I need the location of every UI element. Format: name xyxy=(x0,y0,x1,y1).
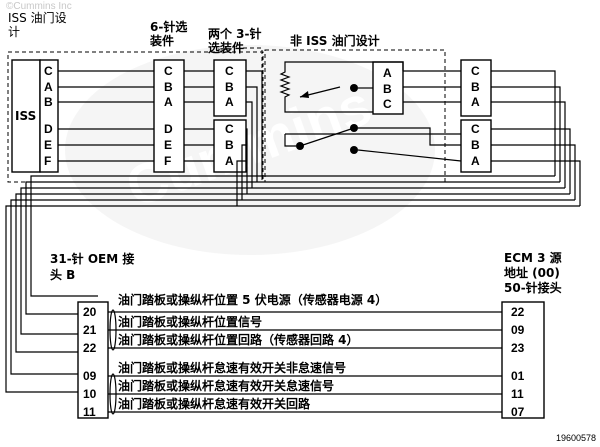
svg-text:23: 23 xyxy=(511,341,525,355)
signal-label-position-return: 油门踏板或操纵杆位置回路（传感器回路 4） xyxy=(118,332,359,347)
iss-pin-f: F xyxy=(44,154,51,168)
svg-text:C: C xyxy=(225,64,234,78)
svg-text:装件: 装件 xyxy=(149,33,174,48)
svg-text:B: B xyxy=(225,138,234,152)
svg-text:ECM 3 源: ECM 3 源 xyxy=(504,250,562,265)
signal-label-position-signal: 油门踏板或操纵杆位置信号 xyxy=(118,314,262,329)
iss-pin-e: E xyxy=(44,138,52,152)
svg-text:31-针 OEM 接: 31-针 OEM 接 xyxy=(50,251,134,266)
svg-text:选装件: 选装件 xyxy=(208,40,244,55)
svg-text:D: D xyxy=(164,122,173,136)
svg-text:A: A xyxy=(225,154,234,168)
signal-label-off-idle: 油门踏板或操纵杆怠速有效开关非怠速信号 xyxy=(118,360,346,375)
svg-text:地址 (00): 地址 (00) xyxy=(504,265,560,280)
svg-text:ISS 油门设: ISS 油门设 xyxy=(8,10,67,25)
svg-text:6-针选: 6-针选 xyxy=(150,19,187,34)
svg-text:A: A xyxy=(383,66,392,80)
non-iss-design-title: 非 ISS 油门设计 xyxy=(290,33,380,48)
iss-sensor: ISS C A B D E F xyxy=(11,59,59,173)
svg-text:A: A xyxy=(164,95,173,109)
iss-pin-b: B xyxy=(44,95,53,109)
svg-text:C: C xyxy=(164,64,173,78)
svg-text:01: 01 xyxy=(511,369,525,383)
iss-pin-d: D xyxy=(44,122,53,136)
non-iss-harness-connector-top: C B A xyxy=(460,59,492,117)
svg-text:11: 11 xyxy=(83,405,96,419)
potentiometer-symbol xyxy=(279,68,358,100)
svg-text:21: 21 xyxy=(83,323,97,337)
non-iss-harness-connector-bottom: C B A xyxy=(460,119,492,173)
svg-text:10: 10 xyxy=(83,387,97,401)
svg-text:A: A xyxy=(471,154,480,168)
six-pin-connector: C B A D E F xyxy=(153,59,185,173)
two-three-pin-option-title: 两个 3-针 选装件 xyxy=(208,26,262,55)
svg-text:07: 07 xyxy=(511,405,525,419)
svg-text:50-针接头: 50-针接头 xyxy=(504,280,562,295)
ecm-connector-title: ECM 3 源 地址 (00) 50-针接头 xyxy=(504,250,562,295)
upper-wiring xyxy=(58,61,520,162)
ecm-connector: 22 09 23 01 11 07 xyxy=(501,301,545,419)
svg-text:B: B xyxy=(471,138,480,152)
svg-text:22: 22 xyxy=(511,305,525,319)
harness-routing xyxy=(5,70,581,393)
svg-text:E: E xyxy=(164,138,172,152)
three-pin-connector-bottom: C B A xyxy=(213,119,247,173)
svg-text:头 B: 头 B xyxy=(50,267,75,282)
iss-design-title: ISS 油门设 计 xyxy=(8,10,67,39)
six-pin-option-title: 6-针选 装件 xyxy=(149,19,187,48)
svg-text:20: 20 xyxy=(83,305,97,319)
iss-label: ISS xyxy=(15,109,36,123)
idle-switch-symbol xyxy=(296,124,358,154)
oem-connector-title: 31-针 OEM 接 头 B xyxy=(50,251,134,282)
three-pin-connector-top: C B A xyxy=(213,59,247,117)
svg-text:A: A xyxy=(471,95,480,109)
svg-text:B: B xyxy=(225,80,234,94)
svg-text:F: F xyxy=(164,154,171,168)
svg-text:A: A xyxy=(225,95,234,109)
iss-pin-c: C xyxy=(44,64,53,78)
figure-id: 19600578 xyxy=(556,433,596,443)
svg-text:两个 3-针: 两个 3-针 xyxy=(208,26,262,41)
signal-labels: 油门踏板或操纵杆位置 5 伏电源（传感器电源 4） 油门踏板或操纵杆位置信号 油… xyxy=(118,292,387,411)
svg-text:C: C xyxy=(225,122,234,136)
non-iss-sensor-connector: A B C xyxy=(372,61,404,115)
signal-wires xyxy=(108,309,502,415)
svg-text:09: 09 xyxy=(83,369,97,383)
svg-text:09: 09 xyxy=(511,323,525,337)
svg-text:22: 22 xyxy=(83,341,97,355)
svg-text:B: B xyxy=(164,80,173,94)
signal-label-5v-supply: 油门踏板或操纵杆位置 5 伏电源（传感器电源 4） xyxy=(118,292,387,307)
svg-text:C: C xyxy=(471,64,480,78)
svg-text:计: 计 xyxy=(8,25,20,39)
signal-label-on-idle: 油门踏板或操纵杆怠速有效开关怠速信号 xyxy=(118,378,334,393)
signal-label-idle-return: 油门踏板或操纵杆怠速有效开关回路 xyxy=(118,396,311,411)
oem-connector: 20 21 22 09 10 11 xyxy=(77,301,109,419)
svg-text:C: C xyxy=(383,97,392,111)
svg-text:B: B xyxy=(383,82,392,96)
svg-text:B: B xyxy=(471,80,480,94)
iss-pin-a: A xyxy=(44,80,53,94)
watermark: ©Cummins Inc xyxy=(6,1,72,12)
svg-text:C: C xyxy=(471,122,480,136)
svg-text:11: 11 xyxy=(511,387,524,401)
